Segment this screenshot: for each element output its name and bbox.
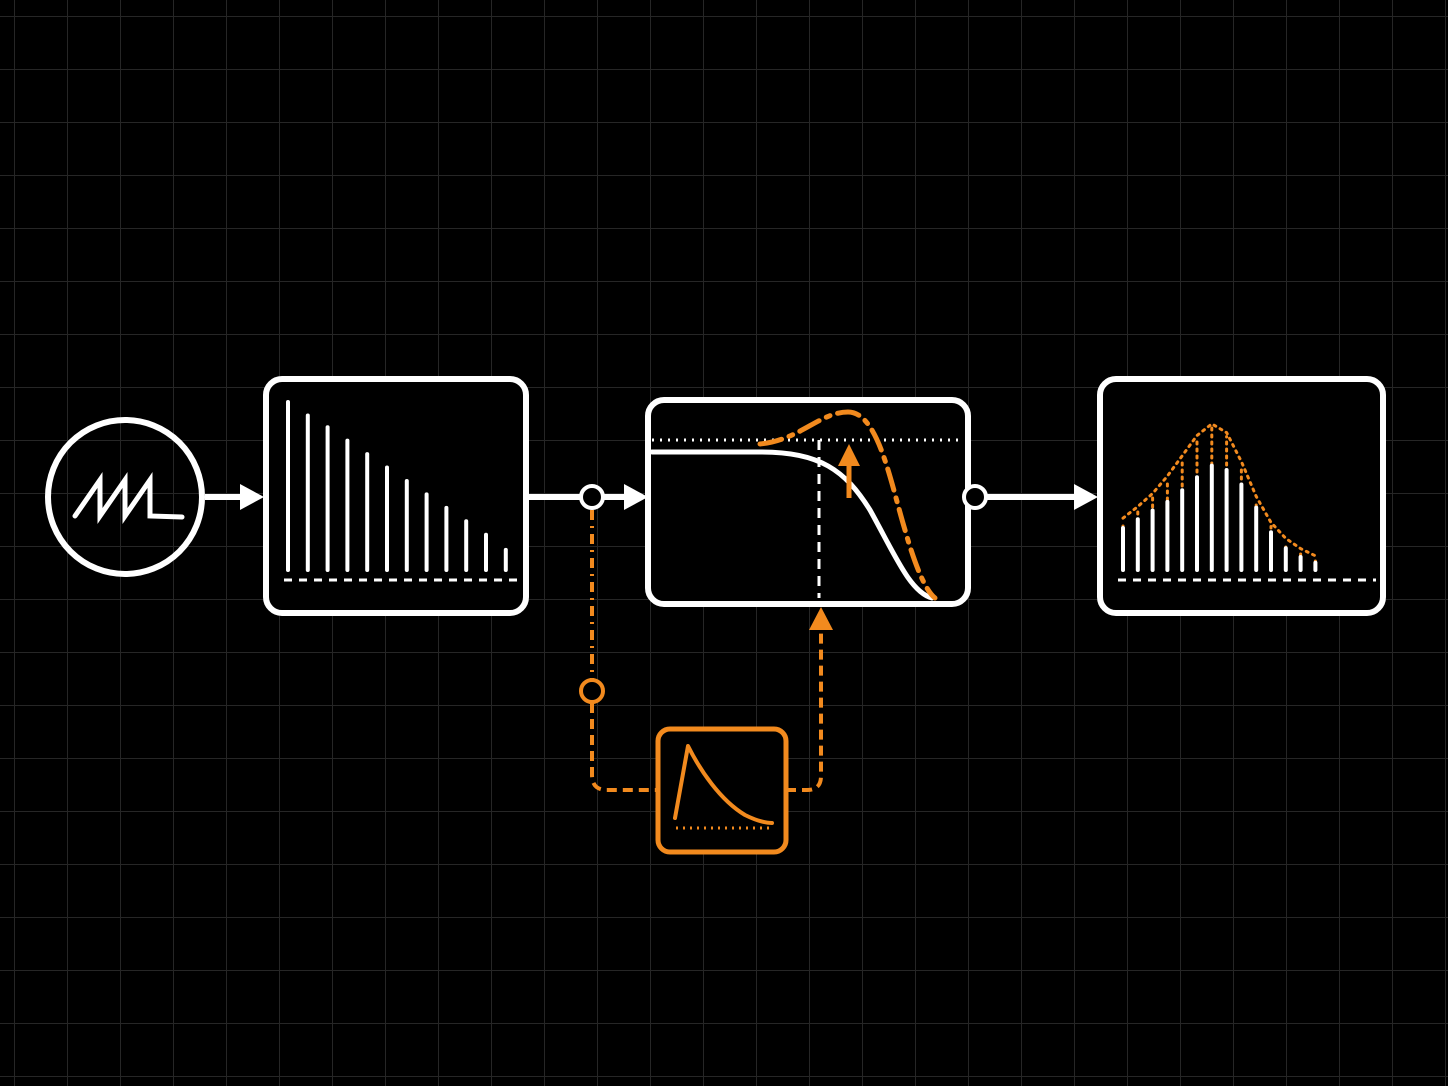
- filter-node: [645, 397, 971, 607]
- arrowhead-icon: [624, 484, 648, 510]
- cutoff-up-arrow-icon: [838, 444, 860, 498]
- input-spectrum-frame: [263, 376, 529, 616]
- envelope-node: [655, 726, 789, 855]
- oscillator-circle: [45, 417, 205, 577]
- input-spectrum-bars: [286, 400, 508, 572]
- output-spectrum-node: [1097, 376, 1386, 616]
- arrowhead-icon: [1074, 484, 1098, 510]
- oscillator-node: [45, 417, 205, 577]
- sawtooth-wave-icon: [72, 472, 185, 524]
- resonant-peak-outline: [1121, 422, 1317, 558]
- input-spectrum-node: [263, 376, 529, 616]
- connection-spectrum-to-filter: [526, 484, 648, 510]
- envelope-frame: [655, 726, 789, 855]
- mod-line-to-envelope: [590, 703, 658, 792]
- decay-envelope-icon: [673, 744, 774, 825]
- connection-osc-to-spectrum: [205, 484, 264, 510]
- modulation-path: [579, 510, 833, 792]
- mod-line-to-filter: [786, 626, 823, 792]
- output-port: [962, 484, 988, 510]
- output-spectrum-bars: [1121, 422, 1318, 572]
- envelope-trigger-junction: [579, 678, 605, 704]
- split-junction: [579, 484, 605, 510]
- resonant-response-curve: [757, 409, 938, 601]
- mod-arrowhead-icon: [809, 607, 833, 630]
- filter-frame: [645, 397, 971, 607]
- connection-filter-to-output: [962, 484, 1098, 510]
- arrowhead-icon: [240, 484, 264, 510]
- lowpass-response-icon: [649, 449, 935, 601]
